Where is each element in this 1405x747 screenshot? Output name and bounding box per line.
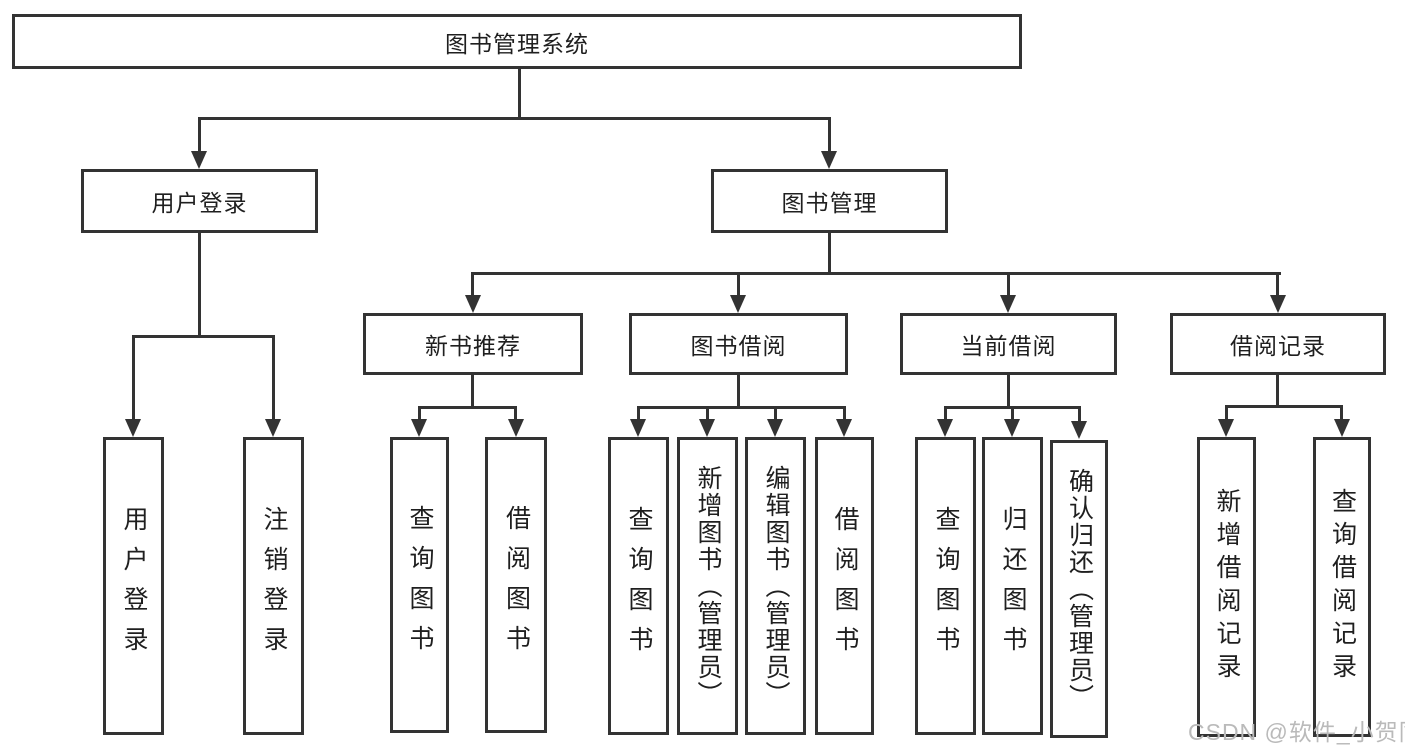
leaf-logout-login: 注销登录 [243,437,304,735]
connector-mgmt-stem [828,233,831,272]
node-root: 图书管理系统 [12,14,1022,69]
node-book-management: 图书管理 [711,169,948,233]
leaf-cb-confirm-return-admin: 确认归还（管理员） [1050,440,1108,738]
node-label: 注销登录 [260,506,288,666]
connector-drop-bb-add [706,406,709,421]
connector-level2-bar [198,117,831,120]
node-label: 归还图书 [999,506,1027,666]
leaf-cb-query-books: 查询图书 [915,437,976,735]
leaf-br-add-record: 新增借阅记录 [1197,437,1256,737]
node-label: 用户登录 [120,506,148,666]
node-label: 图书借阅 [690,333,787,359]
connector-level3-bar [471,272,1281,275]
leaf-user-login: 用户登录 [103,437,164,735]
connector-drop-login-leaf [132,335,135,421]
connector-rec-bar [418,406,517,409]
leaf-bb-borrow-books: 借阅图书 [815,437,874,735]
node-label: 用户登录 [151,190,248,216]
connector-drop-cb-return [1011,406,1014,421]
leaf-bb-add-books-admin: 新增图书（管理员） [677,437,738,735]
node-new-book-recommend: 新书推荐 [363,313,583,375]
arrowhead-current-borrow [1000,295,1016,313]
node-label: 图书管理 [781,190,878,216]
node-label: 查询借阅记录 [1328,488,1357,686]
arrowhead-rec-query [411,419,427,437]
connector-drop-book-mgmt [828,117,831,154]
node-label: 编辑图书（管理员） [762,464,790,708]
arrowhead-cb-confirm [1071,421,1087,439]
connector-br-stem [1276,375,1279,405]
connector-drop-bb-borrow [843,406,846,421]
connector-login-stem [198,233,201,335]
node-label: 新增图书（管理员） [694,464,722,708]
arrowhead-user-login [191,151,207,169]
arrowhead-new-book-rec [465,295,481,313]
node-label: 当前借阅 [960,333,1057,359]
connector-drop-br-query [1340,405,1343,421]
node-book-borrowing: 图书借阅 [629,313,848,375]
leaf-cb-return-books: 归还图书 [982,437,1043,735]
connector-drop-logout-leaf [272,335,275,421]
arrowhead-logout-leaf [265,419,281,437]
node-label: 借阅图书 [502,505,531,665]
arrowhead-bb-borrow [836,419,852,437]
arrowhead-book-mgmt [821,151,837,169]
arrowhead-book-borrow [730,295,746,313]
connector-root-stem [518,68,521,117]
connector-bb-stem [737,375,740,406]
node-borrowing-records: 借阅记录 [1170,313,1386,375]
node-label: 确认归还（管理员） [1065,467,1094,711]
arrowhead-bb-add [699,419,715,437]
connector-drop-cb-query [944,406,947,421]
node-label: 借阅图书 [831,506,859,666]
leaf-rec-query-books: 查询图书 [390,437,449,733]
connector-drop-bb-query [637,406,640,421]
arrowhead-bb-edit [767,419,783,437]
node-label: 新增借阅记录 [1213,488,1241,686]
watermark: CSDN @软件_小贺同学 [1188,719,1405,745]
connector-drop-new-book-rec [471,272,474,298]
node-label: 新书推荐 [425,333,521,359]
leaf-br-query-record: 查询借阅记录 [1313,437,1371,737]
connector-rec-stem [471,375,474,406]
arrowhead-borrow-records [1270,295,1286,313]
arrowhead-bb-query [630,419,646,437]
arrowhead-cb-query [937,419,953,437]
node-label: 查询图书 [625,506,653,666]
connector-drop-bb-edit [774,406,777,421]
arrowhead-br-query [1334,419,1350,437]
connector-drop-user-login [198,117,201,154]
arrowhead-login-leaf [125,419,141,437]
node-label: 图书管理系统 [445,30,589,57]
connector-drop-cb-confirm [1078,406,1081,421]
arrowhead-rec-borrow [508,419,524,437]
arrowhead-br-add [1218,419,1234,437]
connector-drop-book-borrow [737,272,740,298]
connector-drop-current-borrow [1007,272,1010,298]
connector-br-bar [1225,405,1343,408]
connector-cb-stem [1007,375,1010,406]
leaf-rec-borrow-books: 借阅图书 [485,437,547,733]
node-current-borrowing: 当前借阅 [900,313,1117,375]
connector-login-bar [132,335,275,338]
node-label: 查询图书 [932,506,960,666]
connector-drop-borrow-records [1276,272,1279,298]
leaf-bb-edit-books-admin: 编辑图书（管理员） [745,437,806,735]
arrowhead-cb-return [1004,419,1020,437]
connector-drop-rec-borrow [514,406,517,421]
node-user-login: 用户登录 [81,169,318,233]
node-label: 查询图书 [406,505,434,665]
node-label: 借阅记录 [1230,333,1326,359]
connector-bb-bar [637,406,846,409]
leaf-bb-query-books: 查询图书 [608,437,669,735]
connector-drop-br-add [1225,405,1228,421]
connector-drop-rec-query [418,406,421,421]
